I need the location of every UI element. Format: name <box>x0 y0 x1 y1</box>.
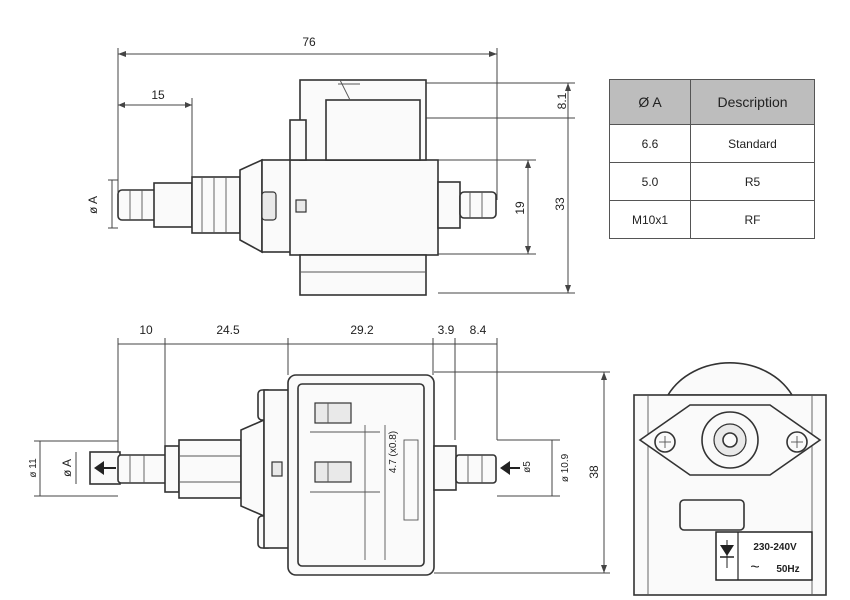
table-header-cell: Description <box>690 79 815 125</box>
table-cell: RF <box>690 200 815 239</box>
dim-dia-11: ø 11 <box>28 458 39 478</box>
dim-height: 33 <box>553 197 567 211</box>
rating-frequency: 50Hz <box>776 564 799 575</box>
dim-seg-8-4: 8.4 <box>470 323 487 337</box>
dim-seg-3-9: 3.9 <box>438 323 455 337</box>
dim-outlet-height: 19 <box>513 201 527 215</box>
dim-seg-10: 10 <box>139 323 153 337</box>
end-view: 230-240V ~ 50Hz <box>633 362 827 596</box>
dim-dia-10-9: ø 10.9 <box>560 453 571 482</box>
table-row: 6.6 Standard <box>609 124 815 163</box>
spec-table: Ø A Description 6.6 Standard 5.0 R5 M10x… <box>609 79 815 239</box>
dim-width-38: 38 <box>587 465 601 479</box>
table-row: M10x1 RF <box>609 200 815 239</box>
rating-symbol: ~ <box>750 559 759 576</box>
table-row: 5.0 R5 <box>609 162 815 201</box>
dim-dia-5: ø5 <box>522 461 533 473</box>
table-cell: Standard <box>690 124 815 163</box>
dim-top-offset: 8.1 <box>555 92 569 109</box>
rating-plate <box>715 531 813 581</box>
table-cell: 6.6 <box>609 124 691 163</box>
dim-phi-a-bottom: ø A <box>60 459 74 477</box>
dim-seg-29-2: 29.2 <box>350 323 374 337</box>
table-header-cell: Ø A <box>609 79 691 125</box>
top-view: 76 15 8.1 33 19 ø A <box>86 35 575 296</box>
table-cell: R5 <box>690 162 815 201</box>
dim-terminal: 4.7 (x0.8) <box>388 431 399 473</box>
table-header-row: Ø A Description <box>609 79 815 125</box>
dim-inlet-length: 15 <box>151 88 165 102</box>
dim-overall-length: 76 <box>302 35 316 49</box>
section-view: 10 24.5 29.2 3.9 8.4 ø 11 ø A <box>28 323 610 576</box>
rating-voltage: 230-240V <box>753 542 797 553</box>
table-cell: 5.0 <box>609 162 691 201</box>
table-cell: M10x1 <box>609 200 691 239</box>
dim-seg-24-5: 24.5 <box>216 323 240 337</box>
dim-phi-a-top: ø A <box>86 196 100 214</box>
